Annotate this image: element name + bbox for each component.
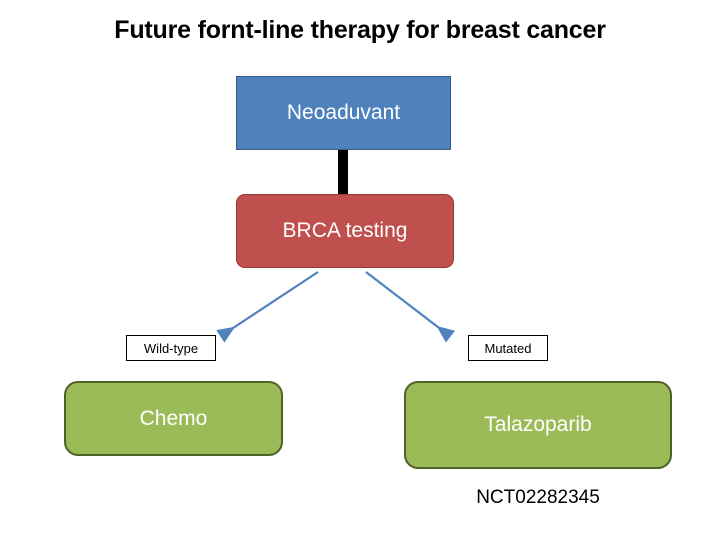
node-wild-type-label: Wild-type bbox=[143, 340, 199, 356]
node-brca-testing[interactable]: BRCA testing bbox=[236, 194, 454, 268]
node-talazoparib-label: Talazoparib bbox=[484, 413, 592, 436]
node-chemo[interactable]: Chemo bbox=[64, 381, 283, 456]
node-wild-type[interactable]: Wild-type bbox=[126, 335, 216, 361]
node-mutated-label: Mutated bbox=[484, 340, 532, 356]
node-brca-testing-label: BRCA testing bbox=[282, 219, 408, 242]
trial-id-annotation: NCT02282345 bbox=[476, 487, 600, 508]
node-neoadjuvant[interactable]: Neoaduvant bbox=[236, 76, 451, 150]
node-chemo-label: Chemo bbox=[139, 406, 208, 430]
page-title: Future fornt-line therapy for breast can… bbox=[114, 16, 606, 44]
node-talazoparib[interactable]: Talazoparib bbox=[404, 381, 672, 469]
connector-neoadjuvant-to-brca bbox=[338, 150, 348, 195]
node-neoadjuvant-label: Neoaduvant bbox=[286, 101, 401, 124]
node-mutated[interactable]: Mutated bbox=[468, 335, 548, 361]
